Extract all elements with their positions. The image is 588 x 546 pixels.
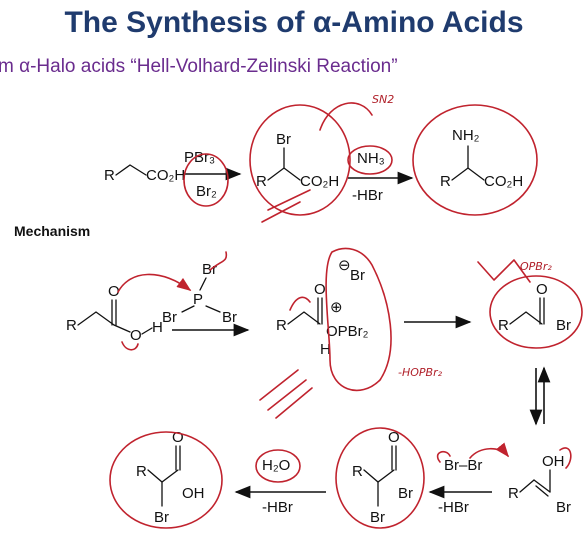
reagent-hbr-top: -HBr: [352, 187, 383, 204]
curved-arrow-br: [209, 251, 228, 271]
final-product: R O OH Br: [136, 429, 205, 526]
mechanism-label: Mechanism: [14, 223, 90, 239]
prod-r: R: [440, 173, 451, 190]
alpha-bromo-acylbromide: R O Br Br: [352, 429, 413, 526]
enol-molecule: R OH Br: [508, 453, 571, 516]
inter-o: O: [314, 281, 326, 298]
acylbr-br: Br: [556, 317, 571, 334]
mid-co2h: CO₂H: [300, 173, 339, 190]
mid-br: Br: [276, 131, 291, 148]
page-subtitle: m α-Halo acids “Hell-Volhard-Zelinski Re…: [0, 56, 398, 77]
hopbr2-note: -HOPBr₂: [398, 366, 443, 379]
start-acid: R CO₂H: [104, 164, 185, 184]
mid-bonds: [267, 167, 301, 181]
acid-oh-bond: [113, 324, 131, 333]
acyl-bromide: R O Br: [498, 281, 571, 334]
final-bonds: [147, 469, 179, 483]
enol-bond-r: [519, 479, 535, 493]
bromide-ion: Br: [350, 267, 365, 284]
sn2-note: SN2: [372, 93, 394, 106]
curved-arrow-inter: [289, 296, 311, 311]
page-title: The Synthesis of α-Amino Acids: [64, 6, 524, 39]
enol-cc-1: [533, 479, 551, 493]
acid-bonds: [77, 311, 115, 326]
activated-intermediate: R O ⊕ OPBr₂ H ⊖ Br: [276, 257, 369, 358]
start-co2h: CO₂H: [146, 167, 185, 184]
pbr3-bond-right: [205, 305, 221, 313]
final-oh: OH: [182, 485, 205, 502]
pbr3-molecule: Br P Br Br: [162, 261, 237, 326]
curved-arrow-enol: [559, 447, 572, 469]
acid-r: R: [66, 317, 77, 334]
hash-marks-top: [261, 189, 311, 223]
enol-oh: OH: [542, 453, 565, 470]
amino-acid-product: R NH₂ CO₂H: [440, 127, 523, 190]
abr-bonds: [363, 469, 395, 483]
acid-molecule: R O O H: [66, 283, 163, 344]
reagent-hbr-1: -HBr: [438, 499, 469, 516]
abr-br-acyl: Br: [398, 485, 413, 502]
sn2-arrow: [319, 102, 373, 131]
inter-opbr2: OPBr₂: [326, 323, 369, 340]
abr-o: O: [388, 429, 400, 446]
inter-bonds: [287, 311, 321, 325]
curved-arrow-o-p: [117, 273, 192, 293]
inter-charge: ⊕: [330, 299, 343, 316]
enol-br: Br: [556, 499, 571, 516]
acid-h-bond: [141, 327, 153, 335]
mid-r: R: [256, 173, 267, 190]
scribble-structure: [477, 259, 531, 283]
abr-br-alpha: Br: [370, 509, 385, 526]
final-o: O: [172, 429, 184, 446]
final-br: Br: [154, 509, 169, 526]
curved-arrow-oh: [121, 341, 139, 351]
acylbr-r: R: [498, 317, 509, 334]
scribble-note: OPBr₂: [520, 260, 552, 273]
bromine-reagent: Br–Br: [444, 457, 482, 474]
alpha-bromo-acid: R Br CO₂H: [256, 131, 339, 190]
pbr3-br-right: Br: [222, 309, 237, 326]
pbr3-br-left: Br: [162, 309, 177, 326]
pbr3-bond-left: [181, 305, 195, 313]
circle-final: [109, 431, 223, 529]
circle-water: [255, 449, 301, 483]
curved-arrow-br2-left: [436, 450, 451, 463]
enol-cc-2: [535, 485, 549, 497]
enol-r: R: [508, 485, 519, 502]
circle-nh3: [347, 145, 393, 175]
circle-mid: [249, 104, 351, 216]
water-reagent: H₂O: [262, 457, 290, 474]
start-r: R: [104, 167, 115, 184]
prod-bonds: [451, 167, 485, 181]
curved-arrow-br2: [469, 442, 510, 459]
circle-abr: [335, 427, 425, 529]
reagent-hbr-2: -HBr: [262, 499, 293, 516]
prod-co2h: CO₂H: [484, 173, 523, 190]
pbr3-p: P: [193, 291, 203, 308]
acid-oh: O: [130, 327, 142, 344]
abr-r: R: [352, 463, 363, 480]
acid-o: O: [108, 283, 120, 300]
acid-h: H: [152, 319, 163, 336]
reagent-nh3: NH₃: [357, 150, 385, 167]
acylbr-bonds: [509, 311, 543, 325]
loop-intermediate: [325, 247, 392, 392]
inter-r: R: [276, 317, 287, 334]
bromide-charge: ⊖: [338, 257, 351, 274]
circle-reagents: [183, 153, 229, 207]
hash-marks-mid: [259, 369, 313, 419]
acylbr-o: O: [536, 281, 548, 298]
prod-nh2: NH₂: [452, 127, 480, 144]
pbr3-bond-top: [199, 277, 207, 291]
circle-product: [412, 104, 538, 216]
start-bonds: [115, 164, 147, 176]
final-r: R: [136, 463, 147, 480]
inter-h: H: [320, 341, 331, 358]
reagent-br2: Br₂: [196, 183, 217, 200]
circle-acylbr: [489, 275, 583, 349]
